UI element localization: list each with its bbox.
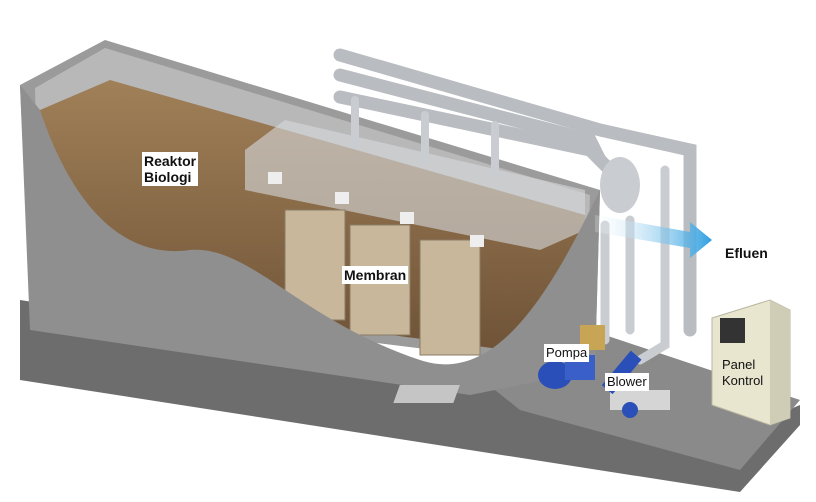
label-efluen: Efluen	[725, 245, 768, 261]
label-reaktor: Reaktor	[144, 153, 197, 169]
label-panel: Panel	[722, 357, 756, 372]
pipes	[333, 48, 697, 365]
effluent-arrow	[595, 215, 712, 258]
tank-front-wall	[20, 85, 600, 395]
label-reaktor-biologi: Reaktor Biologi	[142, 152, 199, 186]
tank-vessel	[600, 157, 640, 213]
label-membran: Membran	[342, 266, 409, 284]
label-panel-kontrol: Panel Kontrol	[720, 356, 766, 390]
label-blower: Blower	[605, 373, 649, 391]
label-kontrol: Kontrol	[722, 373, 764, 388]
label-pompa: Pompa	[544, 344, 590, 362]
label-biologi: Biologi	[144, 169, 192, 185]
